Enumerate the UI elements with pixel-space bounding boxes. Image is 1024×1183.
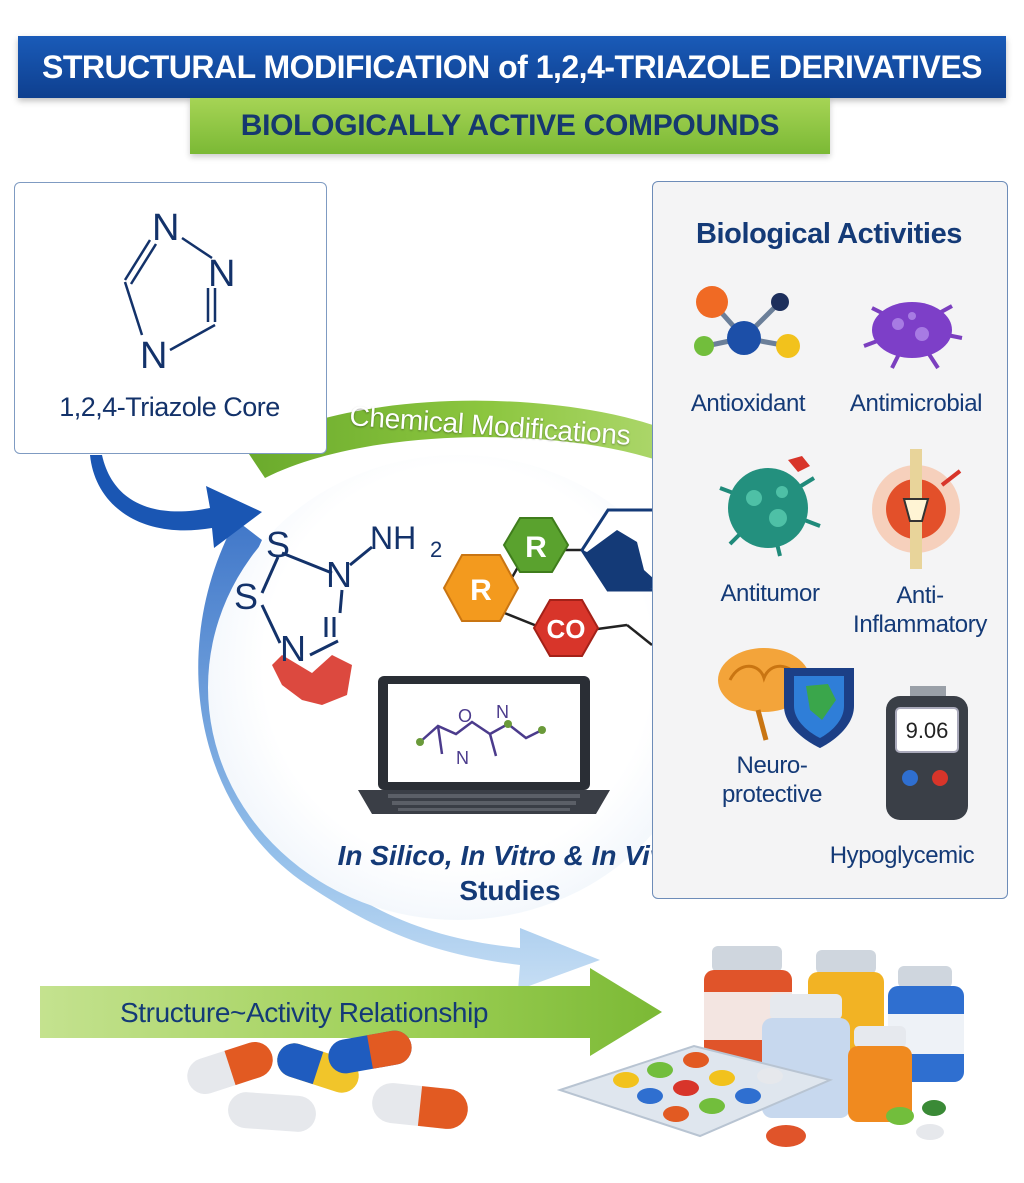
core-atom-n3: N xyxy=(140,335,167,377)
page-title: STRUCTURAL MODIFICATION of 1,2,4-TRIAZOL… xyxy=(41,48,983,85)
core-atom-n1: N xyxy=(152,207,179,249)
mod-atom-n2: N xyxy=(280,628,306,669)
activity-antioxidant: Antioxidant xyxy=(690,390,806,417)
medicine-bottles-icon xyxy=(704,946,964,1122)
triazole-core-box xyxy=(14,182,327,454)
activity-neuroprotective-line1: Neuro- xyxy=(736,752,808,779)
glucose-meter-icon: 9.06 xyxy=(886,686,968,820)
brain-shield-icon xyxy=(718,648,854,748)
studies-label-line2: Studies xyxy=(459,875,561,906)
core-label: 1,2,4-Triazole Core xyxy=(59,392,280,422)
mod-atom-s2: S xyxy=(234,576,258,617)
activity-antitumor: Antitumor xyxy=(720,580,820,607)
r-group-orange-label: R xyxy=(470,574,492,607)
chemical-modifications-arrow xyxy=(245,400,730,490)
sar-label: Structure~Activity Relationship xyxy=(120,997,489,1028)
laptop-atom-n2: N xyxy=(456,748,469,768)
page-subtitle: BIOLOGICALLY ACTIVE COMPOUNDS xyxy=(240,109,780,142)
activities-title: Biological Activities xyxy=(695,218,963,250)
activity-hypoglycemic: Hypoglycemic xyxy=(829,842,975,869)
mod-atom-s1: S xyxy=(266,524,290,565)
core-atom-n2: N xyxy=(208,253,235,295)
blue-cycle-arrow xyxy=(198,520,600,990)
blister-pack-icon xyxy=(556,1044,946,1147)
triazole-ring-icon: N N N xyxy=(123,207,235,377)
activity-antimicrobial: Antimicrobial xyxy=(849,390,983,417)
core-to-center-arrow xyxy=(90,455,262,548)
modified-molecule-icon: S S N N NH 2 xyxy=(234,520,442,705)
activity-neuroprotective-line2: protective xyxy=(721,780,823,808)
activity-neuroprotective: Neuro- protective xyxy=(692,752,852,810)
r-group-orange-hex xyxy=(442,554,520,622)
tumor-cell-icon xyxy=(719,456,821,557)
medicines-illustration xyxy=(187,946,964,1147)
sar-arrow xyxy=(40,968,662,1056)
r-group-green-hex xyxy=(502,517,570,573)
r-group-green-label: R xyxy=(525,531,547,564)
laptop-icon: O N N xyxy=(358,676,610,814)
activity-anti-inflammatory: Anti- Inflammatory xyxy=(840,582,1000,640)
activity-anti-inflammatory-line2: Inflammatory xyxy=(853,610,987,638)
laptop-atom-o: O xyxy=(458,706,472,726)
laptop-atom-n1: N xyxy=(496,702,509,722)
inflamed-joint-icon xyxy=(872,449,962,569)
activity-anti-inflammatory-line1: Anti- xyxy=(896,582,944,609)
capsules-icon xyxy=(187,1030,468,1132)
mod-atom-nh: NH xyxy=(370,520,416,556)
title-banner: STRUCTURAL MODIFICATION of 1,2,4-TRIAZOL… xyxy=(18,36,1006,98)
co-group-label: CO xyxy=(547,614,586,644)
mod-atom-n1: N xyxy=(326,554,352,595)
studies-label: In Silico, In Vitro & In Vivo Studies xyxy=(300,838,720,908)
substituent-groups: R R CO xyxy=(442,508,690,657)
studies-label-line1: In Silico, In Vitro & In Vivo xyxy=(337,840,683,871)
co-group-hex xyxy=(532,599,600,657)
microbe-icon xyxy=(863,302,963,370)
glucose-reading: 9.06 xyxy=(906,718,949,743)
mod-atom-subscript: 2 xyxy=(430,537,442,562)
subtitle-banner: BIOLOGICALLY ACTIVE COMPOUNDS xyxy=(190,98,830,154)
molecule-icon xyxy=(694,286,800,358)
